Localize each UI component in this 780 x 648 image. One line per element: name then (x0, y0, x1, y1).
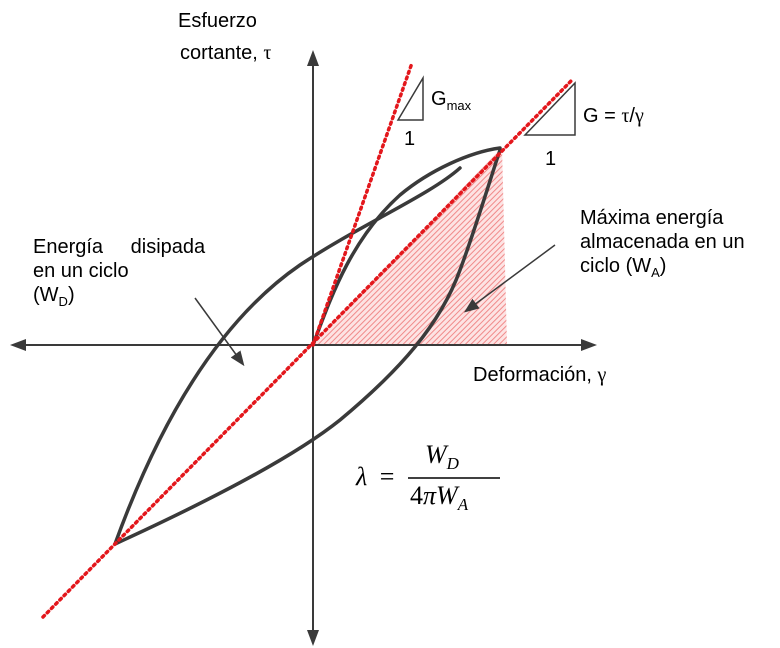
numerator-sub: D (446, 454, 459, 473)
stored-label-line1: Máxima energía (580, 207, 724, 229)
formula-numerator: WD (425, 440, 459, 473)
g-label-gamma: γ (634, 105, 644, 127)
dissipated-wd-close: ) (67, 284, 75, 306)
g-slope-triangle (523, 81, 576, 136)
denominator-pi: π (423, 481, 437, 510)
gmax-label-sub: max (446, 98, 472, 113)
g-label-slash: / (629, 105, 635, 127)
y-axis-label-text: cortante, (180, 42, 258, 64)
secant-line (41, 78, 574, 619)
g-label-tau: τ (621, 105, 630, 127)
hysteresis-lower-branch (113, 148, 502, 546)
gmax-label-main: G (431, 88, 447, 110)
y-axis-label-line1: Esfuerzo (178, 10, 257, 32)
dissipated-label-line1: Energía disipada (33, 234, 205, 260)
x-axis-arrow-right (581, 339, 597, 351)
g-label-main: G = (583, 105, 616, 127)
denominator-coef: 4 (410, 481, 423, 510)
dissipated-word2: disipada (130, 236, 206, 258)
denominator-w: W (436, 481, 458, 510)
g-label: G = τ/γ (583, 103, 644, 129)
stored-wa-sub: A (651, 265, 660, 280)
x-axis-label: Deformación, γ (473, 362, 606, 388)
gmax-run-label: 1 (404, 128, 416, 150)
dissipated-word1: Energía (33, 236, 104, 258)
dissipated-arrow (194, 297, 245, 367)
y-axis-arrow-top (307, 50, 319, 66)
hysteresis-upper-branch (113, 166, 462, 546)
dissipated-label-line3: (WD) (33, 282, 75, 310)
dissipated-wd-sub: D (58, 294, 68, 309)
gmax-label: Gmax (431, 86, 471, 114)
axes (10, 50, 597, 646)
y-axis-label-line2: cortante, τ (180, 40, 271, 66)
tau-symbol: τ (263, 42, 272, 64)
formula-lambda: λ = (356, 462, 394, 492)
stored-label-line2: almacenada en un (580, 231, 745, 253)
dissipated-wd-open: (W (33, 284, 59, 306)
stored-arrow (463, 244, 556, 313)
stored-wa-open: ciclo (W (580, 255, 652, 277)
stored-wa-close: ) (659, 255, 667, 277)
stored-label-line3: ciclo (WA) (580, 253, 666, 281)
y-axis-arrow-bottom (307, 630, 319, 646)
x-axis-label-text: Deformación, (473, 364, 592, 386)
formula-equals: = (379, 462, 395, 491)
gamma-symbol: γ (597, 364, 607, 386)
g-run-label: 1 (545, 148, 557, 170)
formula-denominator: 4πWA (410, 481, 469, 514)
x-axis-arrow-left (10, 339, 26, 351)
numerator-w: W (425, 440, 447, 469)
gmax-slope-triangle (396, 75, 424, 121)
dissipated-label-line2: en un ciclo (33, 260, 129, 282)
lambda-symbol: λ (356, 462, 368, 491)
gmax-line (311, 61, 414, 347)
denominator-sub: A (457, 495, 469, 514)
